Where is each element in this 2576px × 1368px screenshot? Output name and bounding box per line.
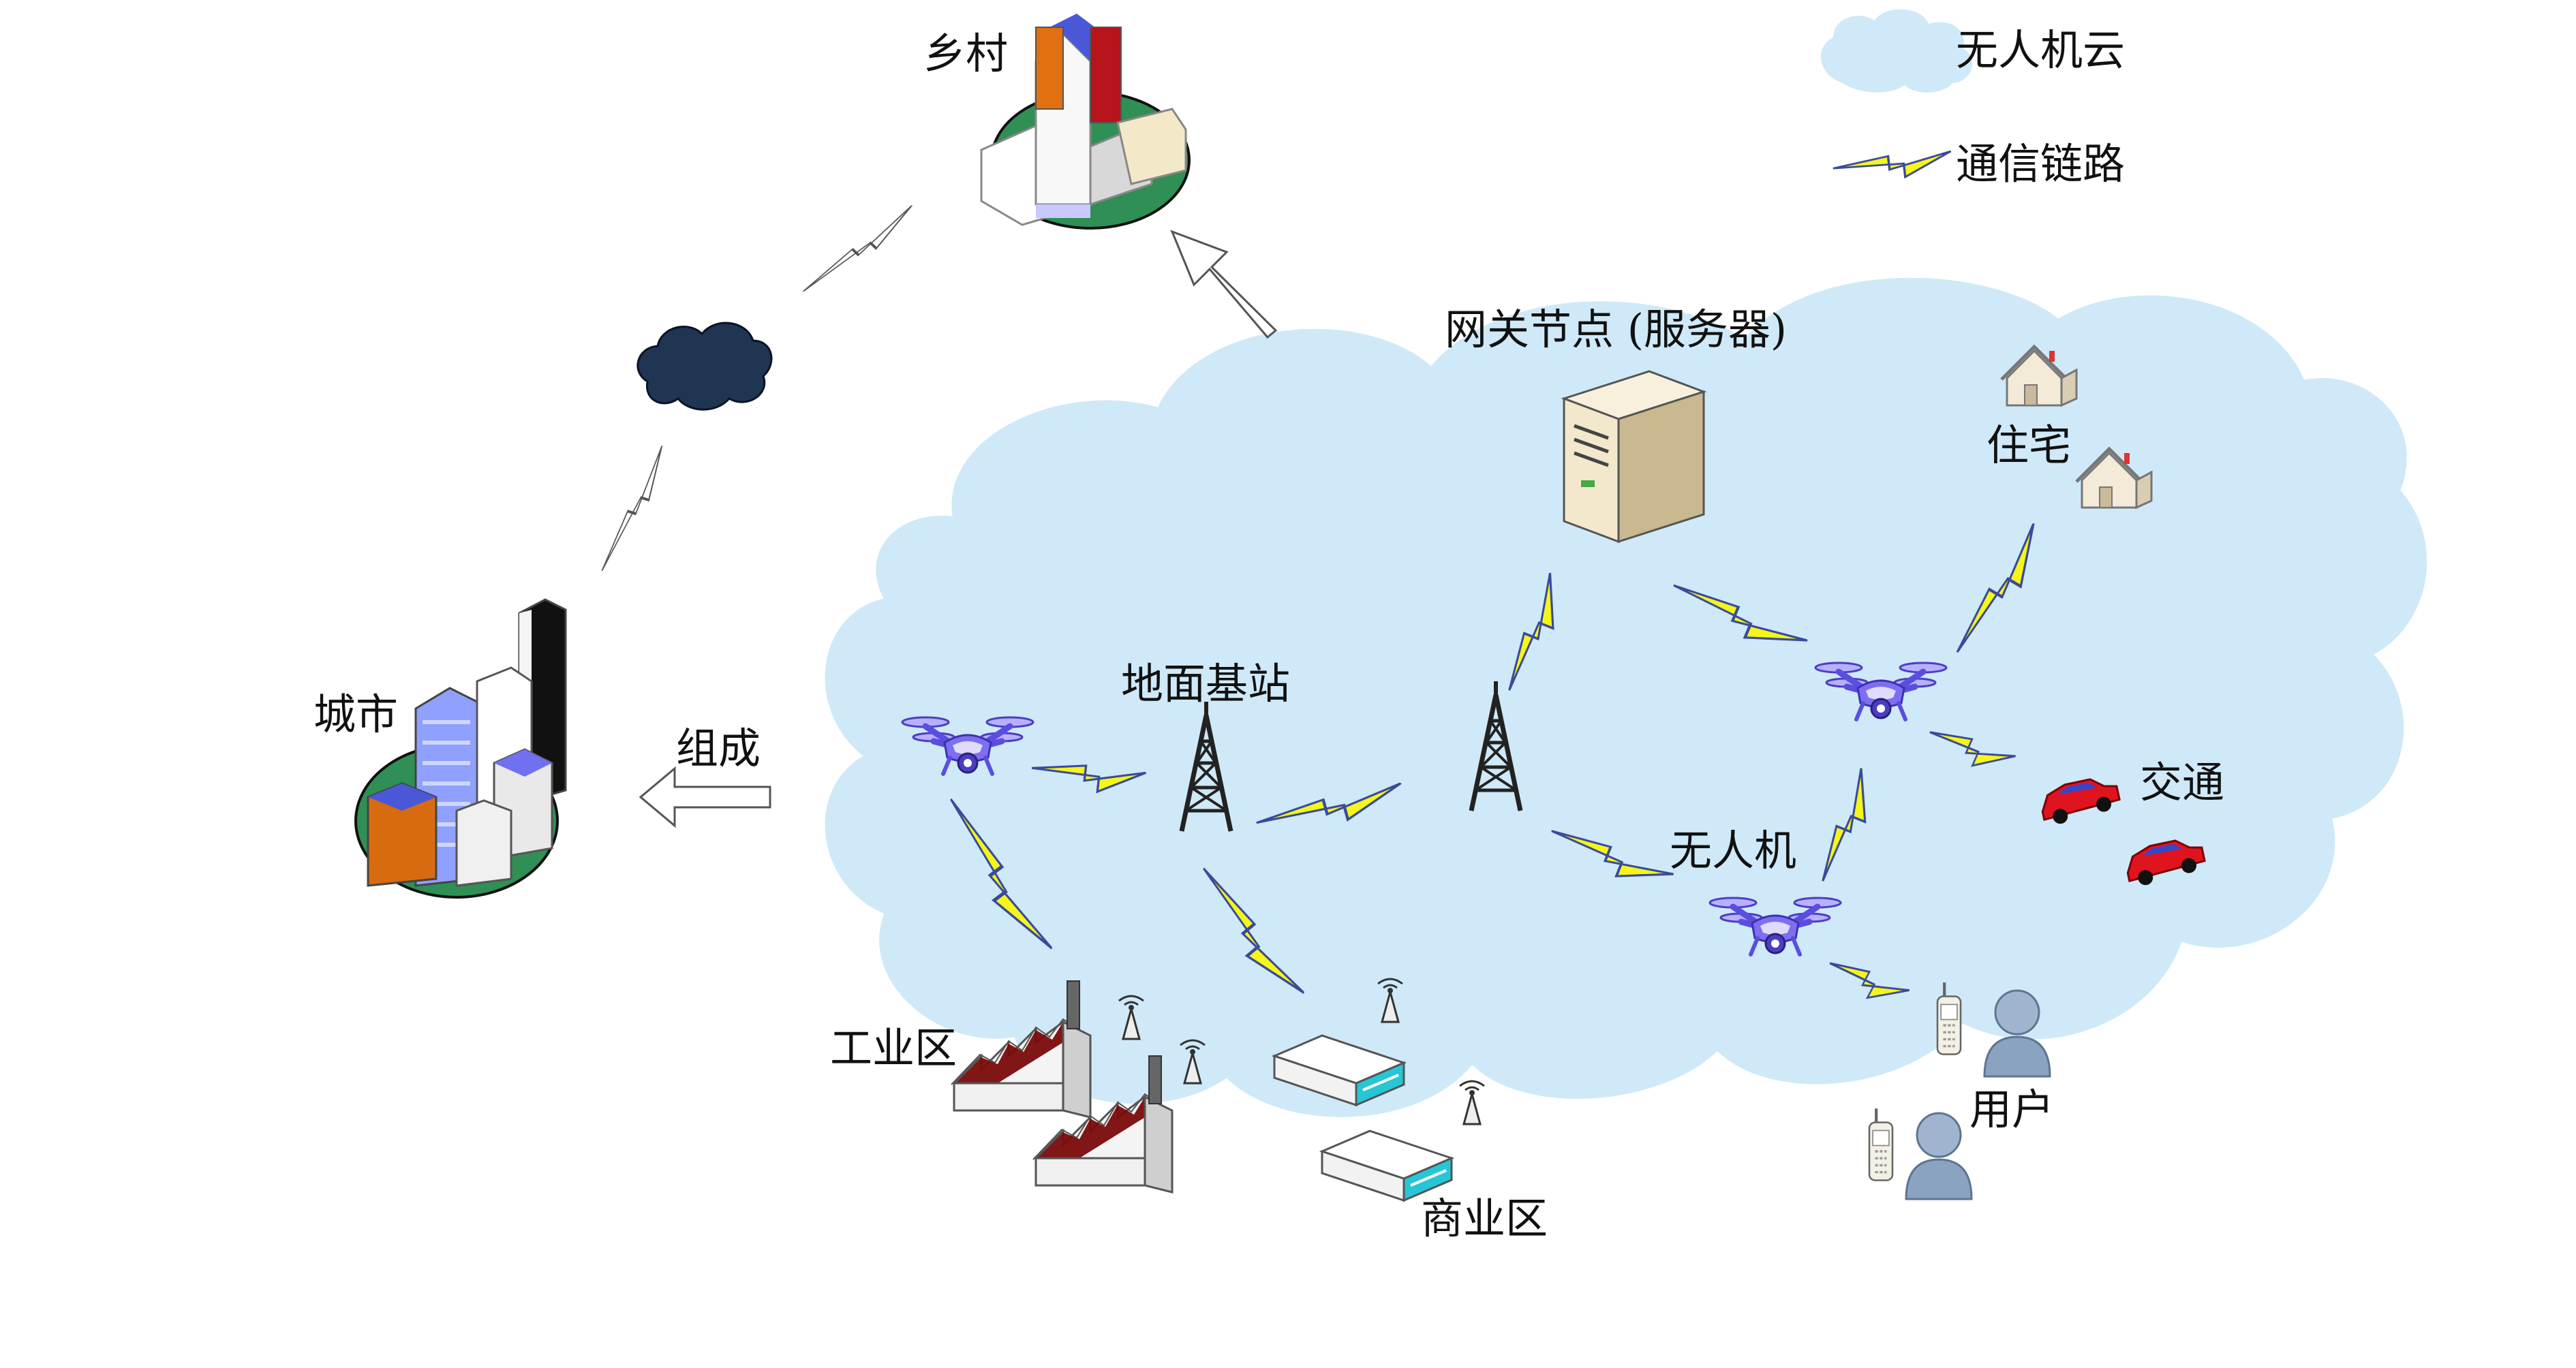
person-icon <box>1905 1112 1973 1200</box>
uav-cloud-region <box>825 277 2427 1117</box>
lightning-icon <box>1832 150 1952 178</box>
industrial-label: 工业区 <box>830 1023 957 1073</box>
uav-label: 无人机 <box>1670 826 1796 875</box>
village-label: 乡村 <box>923 29 1008 78</box>
users-label: 用户 <box>1969 1085 2054 1134</box>
city-icon <box>354 598 567 899</box>
link-village-cloud <box>796 204 922 297</box>
legend-cloud-label: 无人机云 <box>1956 25 2125 75</box>
phone-icon <box>1869 1108 1892 1180</box>
gateway-label: 网关节点 (服务器) <box>1445 305 1787 354</box>
cloud-icon <box>1820 9 1973 93</box>
traffic-label: 交通 <box>2140 758 2224 807</box>
arrow-up-icon <box>1170 230 1278 339</box>
link-cloud-city <box>592 444 677 575</box>
village-icon <box>980 14 1191 230</box>
ground-station-label: 地面基站 <box>1121 659 1290 709</box>
router-icon <box>1321 1130 1453 1202</box>
antenna-icon <box>1458 1080 1486 1125</box>
legend: 无人机云 通信链路 <box>1820 9 2125 189</box>
compose-label: 组成 <box>676 724 761 773</box>
legend-link-label: 通信链路 <box>1956 139 2125 189</box>
server-icon <box>1561 370 1707 544</box>
residential-label: 住宅 <box>1987 420 2071 470</box>
dark-cloud-icon <box>637 322 773 411</box>
city-label: 城市 <box>313 689 398 739</box>
arrow-left-icon <box>639 766 771 828</box>
commercial-label: 商业区 <box>1421 1194 1548 1243</box>
